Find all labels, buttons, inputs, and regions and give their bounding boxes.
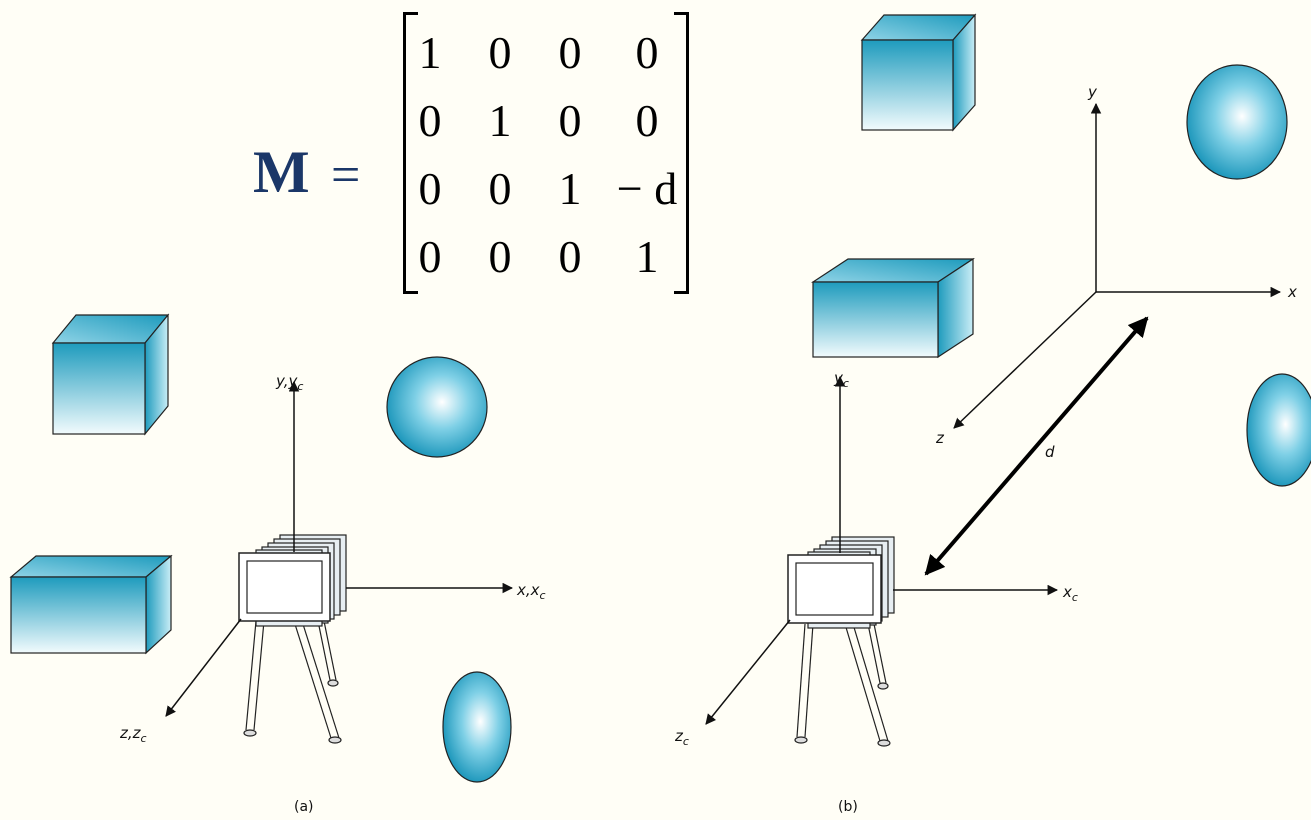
- panel-a-x-label: x,xc: [516, 581, 546, 602]
- panel-a-flat-box: [9, 554, 173, 655]
- panel-b-caption: (b): [838, 799, 858, 815]
- distance-arrow: [924, 316, 1149, 576]
- panel-b-camera: [787, 536, 895, 747]
- matrix-right-bracket: [674, 12, 689, 294]
- matrix-cell-2-1: 0: [418, 95, 442, 146]
- panel-b-camera-z-label: zc: [674, 727, 689, 748]
- matrix-cell-4-3: 0: [558, 231, 582, 282]
- panel-a-z-axis: [165, 618, 242, 717]
- panel-a-cube: [51, 313, 170, 436]
- panel-b-world-y-label: y: [1087, 83, 1098, 101]
- matrix-cell-3-3: 1: [558, 163, 582, 214]
- matrix-cell-1-3: 0: [558, 27, 582, 78]
- matrix-cell-1-1: 1: [418, 27, 442, 78]
- matrix-cell-1-4: 0: [635, 27, 659, 78]
- matrix-cell-4-4: 1: [635, 231, 659, 282]
- matrix-cell-4-1: 0: [418, 231, 442, 282]
- distance-label: d: [1045, 443, 1055, 461]
- matrix-cell-2-2: 1: [488, 95, 512, 146]
- matrix-cell-3-4: − d: [616, 163, 678, 214]
- matrix-cell-2-3: 0: [558, 95, 582, 146]
- matrix-cell-3-2: 0: [488, 163, 512, 214]
- panel-b-sphere-top: [1186, 64, 1288, 180]
- matrix-cell-3-1: 0: [418, 163, 442, 214]
- panel-b-world-z-label: z: [935, 429, 945, 447]
- panel-a-y-label: y,yc: [275, 372, 303, 393]
- panel-b-sphere-right: [1246, 373, 1311, 487]
- matrix-cell-4-2: 0: [488, 231, 512, 282]
- panel-a-camera: [238, 534, 347, 744]
- matrix-cell-2-4: 0: [635, 95, 659, 146]
- matrix-cell-1-2: 0: [488, 27, 512, 78]
- panel-b-camera-z-axis: [705, 619, 791, 725]
- panel-a-sphere-bottom: [442, 671, 512, 783]
- transformation-matrix: 1 0 0 0 0 1 0 0 0 0 1 − d 0 0 0 1: [395, 12, 697, 294]
- panel-a-caption: (a): [294, 799, 314, 815]
- panel-b-world-z-axis: [953, 291, 1097, 429]
- panel-a-sphere-top: [386, 356, 488, 458]
- panel-a-z-label: z,zc: [119, 724, 147, 745]
- matrix-name: M: [253, 139, 310, 205]
- panel-b-camera-x-label: xc: [1062, 583, 1078, 604]
- panel-b-flat-box: [810, 257, 976, 359]
- equals-sign: =: [331, 147, 361, 204]
- panel-b-world-x-label: x: [1287, 283, 1297, 301]
- panel-b-cube: [860, 13, 977, 132]
- matrix-left-bracket: [403, 12, 418, 294]
- panel-b-camera-y-label: yc: [833, 369, 849, 390]
